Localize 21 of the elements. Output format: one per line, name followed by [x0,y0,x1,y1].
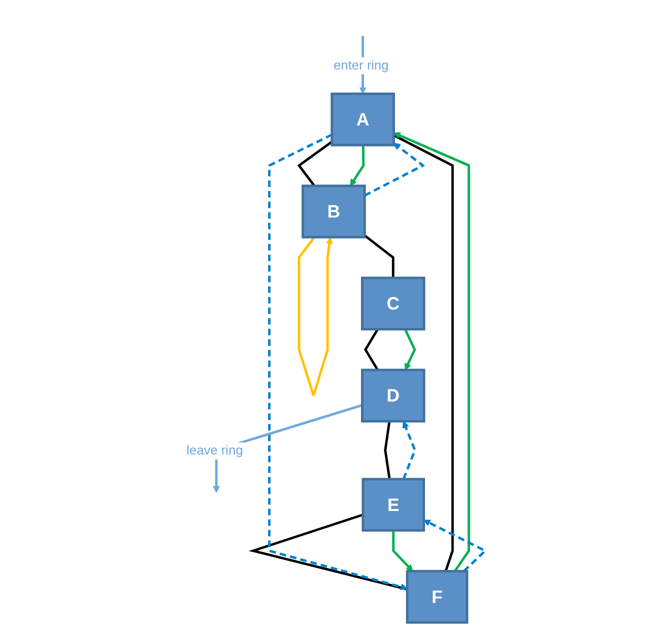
connector [364,234,394,278]
arrow [423,520,488,572]
arrow [298,236,333,396]
node-box: B [302,184,366,238]
arrow [404,328,416,370]
arrow [268,134,408,590]
node-box: E [362,478,426,532]
edge-label: leave ring [186,442,243,458]
node-box: A [330,92,395,146]
connector [393,134,454,572]
node-box: C [361,276,426,330]
edge-label: enter ring [334,57,389,72]
arrow [350,145,365,186]
arrow [393,132,470,572]
node-box: D [361,368,426,422]
arrow [402,420,416,480]
node-box: F [406,570,468,624]
connector [384,421,391,480]
arrow [364,142,426,197]
connector [248,514,408,591]
arrow [392,530,414,572]
